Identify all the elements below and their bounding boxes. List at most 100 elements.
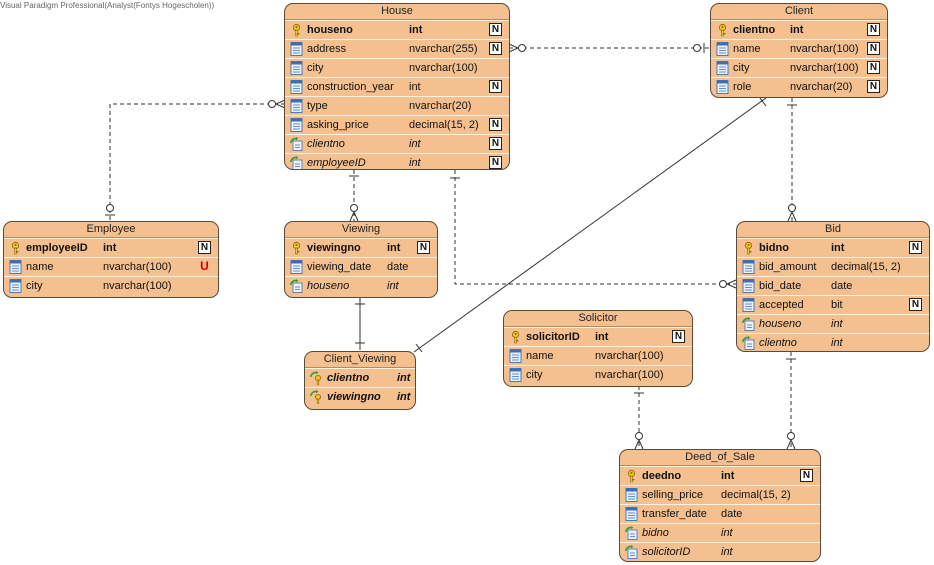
column-name: houseno bbox=[307, 24, 353, 36]
column-type: int bbox=[409, 157, 421, 169]
primary-key-icon bbox=[742, 241, 755, 255]
entity-title: Solicitor bbox=[504, 311, 692, 327]
column-type: int bbox=[790, 24, 804, 36]
column-type: nvarchar(100) bbox=[595, 350, 664, 362]
column-type: decimal(15, 2) bbox=[409, 119, 479, 131]
column-name: accepted bbox=[759, 299, 804, 311]
not-null-flag: N bbox=[867, 42, 880, 55]
entity-title: Client_Viewing bbox=[305, 352, 415, 368]
column-row[interactable]: construction_year int N bbox=[285, 77, 509, 96]
not-null-flag: N bbox=[867, 80, 880, 93]
column-name: clientno bbox=[307, 138, 345, 150]
column-name: role bbox=[733, 81, 752, 93]
column-name: clientno bbox=[327, 372, 370, 384]
column-row[interactable]: employeeID int N bbox=[285, 153, 509, 169]
column-type: nvarchar(20) bbox=[409, 100, 472, 112]
column-icon bbox=[625, 488, 638, 502]
column-type: int bbox=[595, 331, 609, 343]
entity-title: Bid bbox=[737, 222, 929, 238]
entity-title: Client bbox=[711, 4, 887, 20]
column-row[interactable]: name nvarchar(100) bbox=[504, 346, 692, 365]
not-null-flag: N bbox=[867, 61, 880, 74]
not-null-flag: N bbox=[489, 156, 502, 169]
rel-bid-deed-opt bbox=[787, 432, 795, 440]
entity-title: Viewing bbox=[285, 222, 437, 238]
not-null-flag: N bbox=[909, 298, 922, 311]
column-name: city bbox=[307, 62, 324, 74]
watermark-text: Visual Paradigm Professional(Analyst(Fon… bbox=[0, 1, 215, 10]
column-name: address bbox=[307, 43, 347, 55]
entity-title: House bbox=[285, 4, 509, 20]
column-type: int bbox=[721, 546, 733, 558]
column-type: int bbox=[409, 138, 421, 150]
not-null-flag: N bbox=[800, 469, 813, 482]
column-name: name bbox=[526, 350, 554, 362]
not-null-flag: N bbox=[489, 23, 502, 36]
rel-house-employee-opt bbox=[268, 100, 276, 108]
unique-flag: U bbox=[200, 259, 209, 273]
foreign-key-icon bbox=[624, 526, 638, 540]
column-name: bid_amount bbox=[759, 261, 817, 273]
entity-title: Employee bbox=[4, 222, 218, 238]
column-icon bbox=[9, 279, 22, 293]
column-type: int bbox=[387, 280, 399, 292]
column-row[interactable]: bid_amount decimal(15, 2) bbox=[737, 257, 929, 276]
primary-key-icon bbox=[9, 241, 22, 255]
rel-client-house-opt bbox=[693, 44, 701, 52]
column-type: int bbox=[409, 81, 421, 93]
column-name: employeeID bbox=[26, 242, 88, 254]
column-name: clientno bbox=[759, 337, 797, 349]
column-type: decimal(15, 2) bbox=[831, 261, 901, 273]
column-row[interactable]: clientno int N bbox=[285, 134, 509, 153]
rel-solicitor-deed-opt bbox=[635, 432, 643, 440]
not-null-flag: N bbox=[489, 137, 502, 150]
foreign-key-icon bbox=[289, 137, 303, 151]
column-name: employeeID bbox=[307, 157, 366, 169]
not-null-flag: N bbox=[489, 80, 502, 93]
column-icon bbox=[716, 61, 729, 75]
column-type: nvarchar(100) bbox=[103, 261, 172, 273]
column-type: int bbox=[721, 470, 735, 482]
column-icon bbox=[716, 80, 729, 94]
column-icon bbox=[290, 99, 303, 113]
column-icon bbox=[509, 368, 522, 382]
column-name: construction_year bbox=[307, 81, 394, 93]
